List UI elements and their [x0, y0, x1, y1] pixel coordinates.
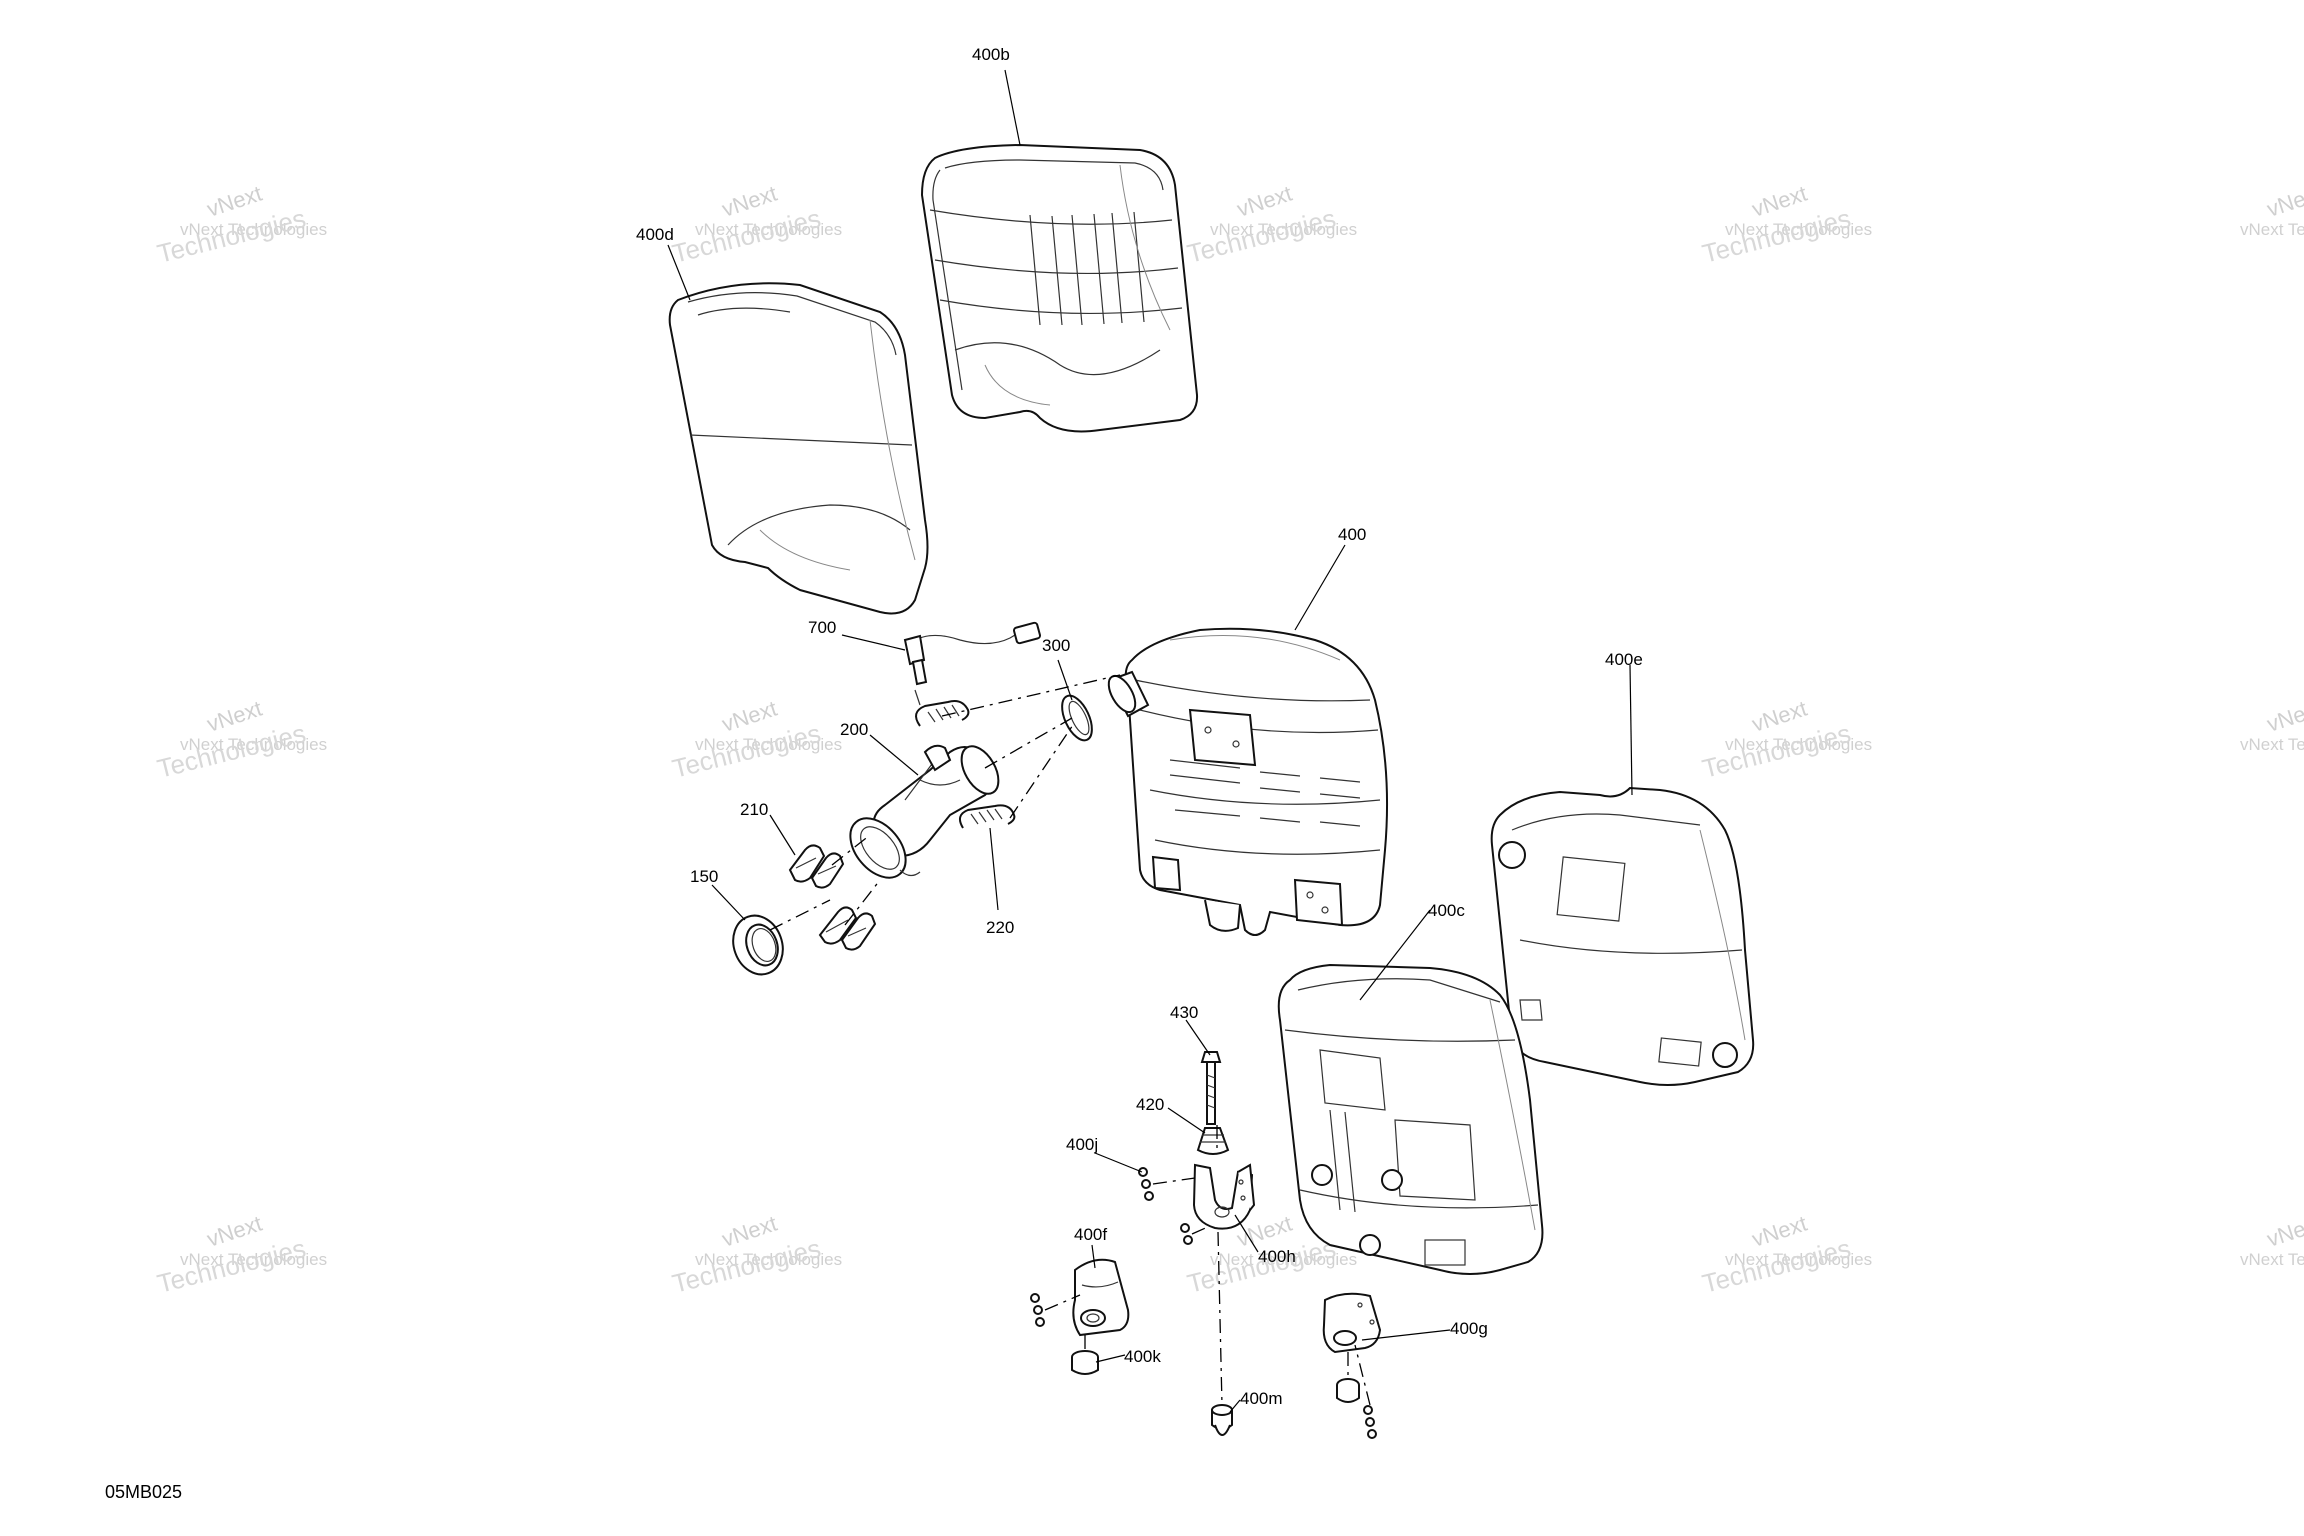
callout-430: 430 [1170, 1003, 1198, 1022]
watermark-text: vNext Technologies [695, 735, 842, 754]
bracket-400f [1072, 1258, 1130, 1337]
heat-shield-400d [668, 282, 929, 615]
heat-shield-400c [1277, 963, 1544, 1275]
watermark-text: vNext Technologies [180, 735, 327, 754]
bracket-400g [1322, 1292, 1382, 1354]
leader-lines [667, 69, 1633, 1413]
callout-400k: 400k [1124, 1347, 1161, 1366]
drawing-id: 05MB025 [105, 1482, 182, 1502]
callout-400j: 400j [1066, 1135, 1098, 1154]
exhaust-pipe-200 [849, 744, 1000, 879]
watermark-text: vNext Technologies [180, 220, 327, 239]
watermark: vNext vNext Technologies Technologies [1699, 1211, 1872, 1299]
callout-420: 420 [1136, 1095, 1164, 1114]
watermark-text: vNext Technologies [695, 220, 842, 239]
spring-210-lower [818, 906, 877, 951]
callout-150: 150 [690, 867, 718, 886]
watermark-text: vNext Technologies [1210, 1250, 1357, 1269]
watermark-top: vNext [2264, 1211, 2304, 1252]
callout-400g: 400g [1450, 1319, 1488, 1338]
grommet-420 [1196, 1127, 1230, 1155]
watermark-text: vNext Technologies [180, 1250, 327, 1269]
callout-labels: 400b 400d 400 700 300 200 210 150 220 40… [636, 45, 1643, 1408]
spring-210-upper [788, 844, 845, 889]
watermark: vNext vNext Technologies [2240, 696, 2304, 754]
watermark: vNext vNext Technologies Technologies [154, 696, 327, 784]
watermark: vNext vNext Technologies Technologies [154, 1211, 327, 1299]
watermark: vNext vNext Technologies Technologies [669, 181, 842, 269]
callout-400e: 400e [1605, 650, 1643, 669]
spring-220-upper [915, 700, 970, 727]
watermark: vNext vNext Technologies Technologies [669, 696, 842, 784]
nuts-400g [1363, 1405, 1377, 1439]
gasket-ring-150 [732, 914, 784, 976]
callout-300: 300 [1042, 636, 1070, 655]
watermark-text: vNext Technologies [2240, 735, 2304, 754]
watermark-text: vNext Technologies [1210, 220, 1357, 239]
assembly-lines [769, 674, 1371, 1406]
watermark-text: vNext Technologies [1725, 735, 1872, 754]
callout-220: 220 [986, 918, 1014, 937]
watermark: vNext vNext Technologies Technologies [1699, 181, 1872, 269]
watermark-text: vNext Technologies [695, 1250, 842, 1269]
gasket-300 [1061, 694, 1093, 742]
bracket-400h [1192, 1163, 1256, 1230]
callout-700: 700 [808, 618, 836, 637]
watermark-top: vNext [2264, 696, 2304, 737]
grommet-400m [1211, 1404, 1233, 1436]
watermark: vNext vNext Technologies [2240, 1211, 2304, 1269]
spring-220-lower [958, 804, 1016, 829]
watermark-text: vNext Technologies [1725, 1250, 1872, 1269]
watermark-text: vNext Technologies [2240, 1250, 2304, 1269]
oxygen-sensor-700 [903, 621, 1041, 706]
muffler-400 [1107, 627, 1389, 936]
nuts-400j [1138, 1167, 1193, 1245]
heat-shield-400b [920, 143, 1199, 433]
watermark: vNext vNext Technologies Technologies [1699, 696, 1872, 784]
watermark: vNext vNext Technologies Technologies [154, 181, 327, 269]
callout-200: 200 [840, 720, 868, 739]
callout-400c: 400c [1428, 901, 1465, 920]
watermark: vNext vNext Technologies Technologies [1184, 181, 1357, 269]
grommet-400k [1071, 1350, 1099, 1375]
callout-400h: 400h [1258, 1247, 1296, 1266]
watermark-text: vNext Technologies [2240, 220, 2304, 239]
grommet-400g [1336, 1378, 1360, 1403]
watermark-text: vNext Technologies [1725, 220, 1872, 239]
bolt-430 [1200, 1051, 1222, 1125]
watermark: vNext vNext Technologies Technologies [669, 1211, 842, 1299]
callout-400m: 400m [1240, 1389, 1283, 1408]
watermark: vNext vNext Technologies [2240, 181, 2304, 239]
nuts-400f [1030, 1293, 1045, 1327]
callout-400f: 400f [1074, 1225, 1107, 1244]
heat-shield-400e [1490, 786, 1755, 1086]
callout-400: 400 [1338, 525, 1366, 544]
watermark-top: vNext [2264, 181, 2304, 222]
callout-210: 210 [740, 800, 768, 819]
callout-400d: 400d [636, 225, 674, 244]
callout-400b: 400b [972, 45, 1010, 64]
